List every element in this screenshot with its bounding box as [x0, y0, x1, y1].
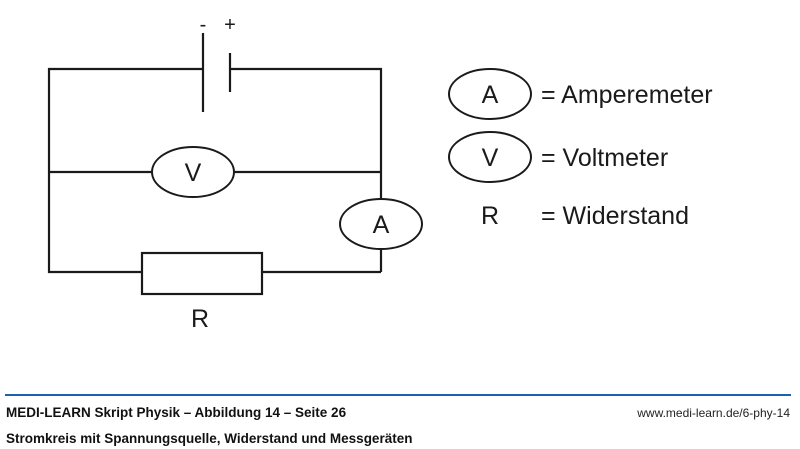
- legend-ammeter-ellipse: [448, 68, 532, 120]
- voltmeter-ellipse: [151, 146, 235, 198]
- legend-ammeter-symbol: A: [482, 81, 499, 109]
- ammeter-label: A: [373, 211, 390, 239]
- battery-symbol: - +: [200, 14, 236, 112]
- legend-voltmeter-symbol: V: [482, 144, 499, 172]
- legend: A = Amperemeter V = Voltmeter R = Widers…: [448, 68, 713, 230]
- resistor-label: R: [191, 305, 209, 333]
- legend-item-resistor: R = Widerstand: [481, 202, 689, 230]
- wire-top-left: [47, 67, 203, 274]
- voltmeter-symbol: V: [151, 146, 235, 198]
- wire-top-right: [230, 67, 383, 199]
- resistor-rect: [140, 251, 264, 296]
- circuit-diagram: - + V A R A = Amperemeter V = Voltmeter …: [47, 14, 713, 333]
- footer-subtitle: Stromkreis mit Spannungsquelle, Widersta…: [6, 431, 413, 446]
- legend-voltmeter-text: = Voltmeter: [541, 144, 668, 172]
- voltmeter-label: V: [185, 159, 202, 187]
- legend-resistor-text: = Widerstand: [541, 202, 689, 230]
- battery-plus-label: +: [224, 14, 236, 36]
- legend-voltmeter-ellipse: [448, 131, 532, 183]
- legend-ammeter-text: = Amperemeter: [541, 81, 713, 109]
- ammeter-symbol: A: [339, 198, 423, 250]
- legend-item-ammeter: A = Amperemeter: [448, 68, 713, 120]
- battery-minus-label: -: [200, 14, 207, 36]
- footer-title: MEDI-LEARN Skript Physik – Abbildung 14 …: [6, 405, 347, 420]
- legend-item-voltmeter: V = Voltmeter: [448, 131, 668, 183]
- legend-resistor-symbol: R: [481, 202, 499, 230]
- ammeter-ellipse: [339, 198, 423, 250]
- footer-url-link[interactable]: www.medi-learn.de/6-phy-14: [637, 406, 790, 420]
- resistor-symbol: R: [140, 251, 264, 333]
- footer-divider: [5, 394, 791, 396]
- circuit-wires: [47, 67, 383, 274]
